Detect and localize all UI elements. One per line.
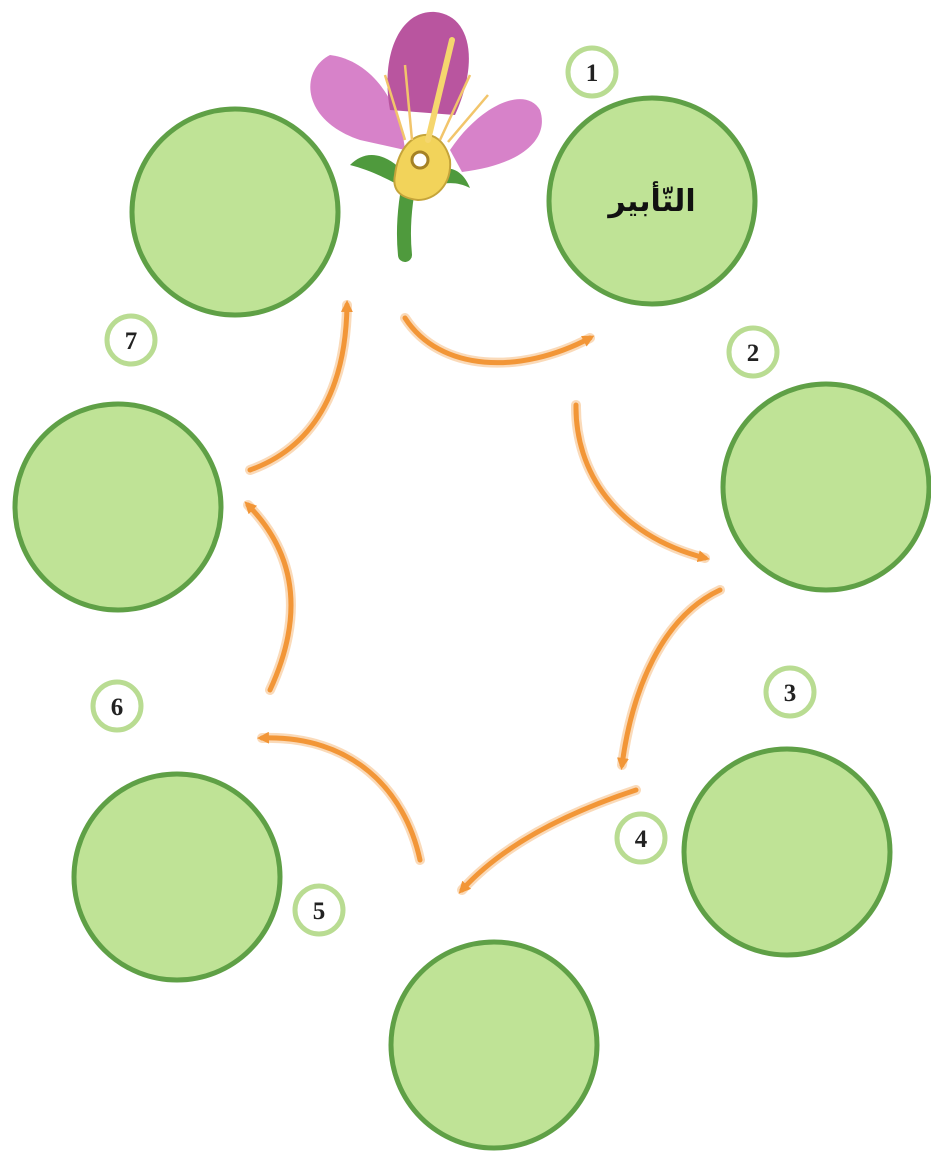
cycle-arrows <box>243 300 725 895</box>
arrow-2-to-3 <box>570 400 710 563</box>
stage-circle[interactable] <box>681 746 893 958</box>
arrow-7-to-1 <box>245 300 353 475</box>
stage-number: 6 <box>111 694 124 721</box>
stage-number-badge <box>763 665 817 719</box>
stage-label: التّأبير <box>606 181 695 219</box>
stage-circle[interactable] <box>129 106 341 318</box>
stage-number: 3 <box>784 680 797 707</box>
stage-number-badge <box>565 45 619 99</box>
stage-number-badge <box>726 325 780 379</box>
stage-circle[interactable] <box>546 95 758 307</box>
stage-circle[interactable] <box>12 401 224 613</box>
flower-petal-top <box>387 11 469 115</box>
stage-number: 1 <box>586 60 599 87</box>
stage-6: 6 <box>12 401 224 733</box>
arrow-5-to-6 <box>257 731 425 865</box>
stage-3: 3 <box>681 665 893 958</box>
stage-number-badge <box>90 679 144 733</box>
arrow-6-to-7 <box>243 500 296 695</box>
stage-number: 5 <box>313 898 326 925</box>
stage-5: 5 <box>71 771 346 983</box>
arrow-4-to-5 <box>457 785 641 895</box>
stage-circle[interactable] <box>388 939 600 1151</box>
stage-circles: التّأبير 1 2 3 4 5 6 7 <box>12 45 931 1151</box>
flower-ovule <box>410 150 430 170</box>
stage-number: 4 <box>635 826 648 853</box>
stage-circle[interactable] <box>720 381 931 593</box>
flower-petal-right <box>450 99 542 172</box>
arrow-1-to-2 <box>400 313 595 368</box>
stage-number-badge <box>104 313 158 367</box>
stage-number-badge <box>614 811 668 865</box>
stage-number-badge <box>292 883 346 937</box>
stage-1: التّأبير 1 <box>546 45 758 307</box>
flower-cross-section-icon <box>310 11 542 262</box>
stage-circle[interactable] <box>71 771 283 983</box>
stage-number: 7 <box>125 328 138 355</box>
stage-4: 4 <box>388 811 668 1151</box>
flower-pistil <box>425 37 455 143</box>
flower-petal-left <box>310 55 405 150</box>
flower-stamens <box>383 64 489 143</box>
stage-7: 7 <box>104 106 341 367</box>
arrow-3-to-4 <box>616 585 725 770</box>
stage-number: 2 <box>747 340 760 367</box>
stage-2: 2 <box>720 325 931 593</box>
